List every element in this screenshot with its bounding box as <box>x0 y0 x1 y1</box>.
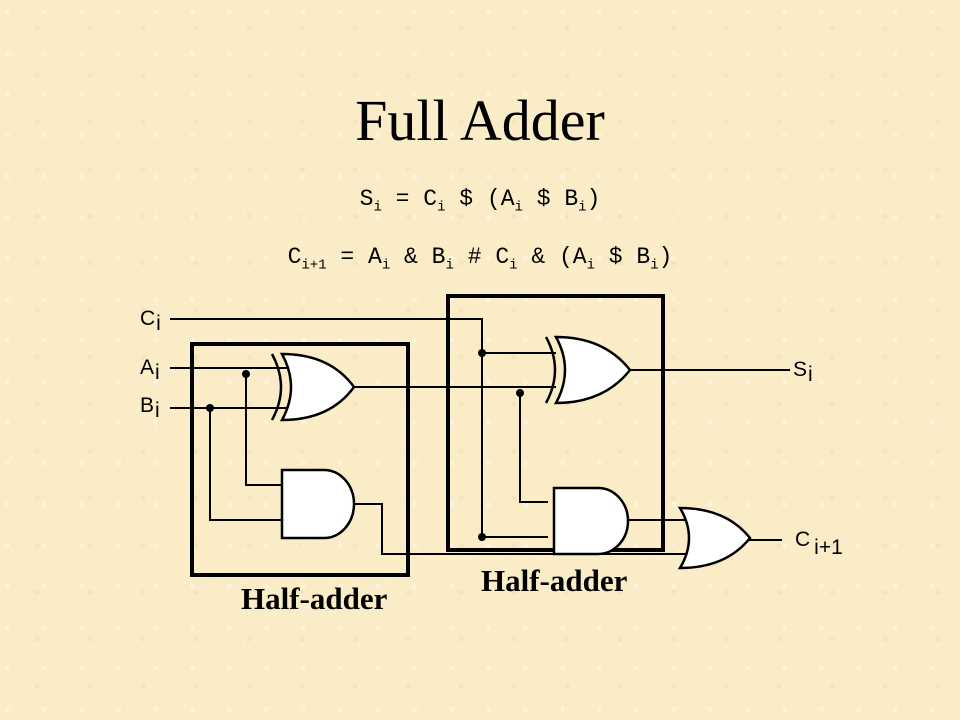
signal-a-in-label: Ai <box>140 356 160 384</box>
and-gate-2 <box>552 486 630 556</box>
xor-gate-2 <box>544 335 632 405</box>
junction-dot <box>478 533 486 541</box>
junction-dot <box>478 349 486 357</box>
carry-equation: Ci+1 = Ai & Bi # Ci & (Ai $ Bi) <box>287 244 673 274</box>
half-adder-label-2: Half-adder <box>481 563 628 598</box>
page-title: Full Adder <box>355 88 605 153</box>
half-adder-label-1: Half-adder <box>241 581 388 616</box>
junction-dot <box>206 404 214 412</box>
xor-gate-1 <box>270 352 356 422</box>
wires <box>170 318 790 555</box>
half-adder-box-1 <box>190 342 410 577</box>
signal-b-in-label: Bi <box>140 394 160 422</box>
and-gate-1 <box>280 468 356 540</box>
signal-c-in-label: Ci <box>140 307 161 335</box>
sum-equation: Si = Ci $ (Ai $ Bi) <box>359 186 601 216</box>
junction-dot <box>242 370 250 378</box>
signal-s-out-label: Si <box>793 358 813 386</box>
junction-dot <box>516 389 524 397</box>
or-gate <box>677 506 752 570</box>
